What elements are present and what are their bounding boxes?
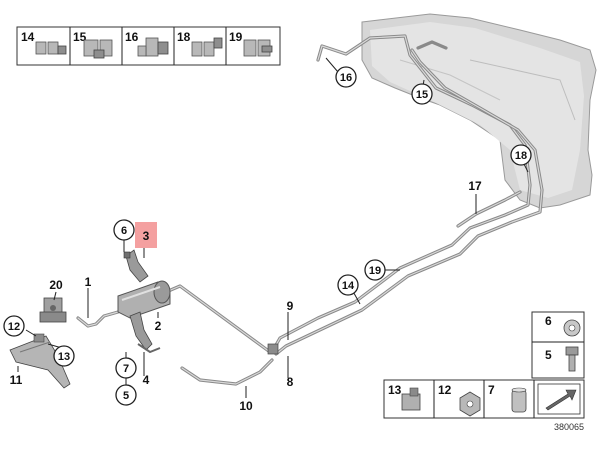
svg-text:13: 13 bbox=[58, 351, 70, 363]
svg-text:16: 16 bbox=[340, 72, 352, 84]
filter-bracket-upper[interactable] bbox=[123, 249, 149, 283]
filter-bracket-lower[interactable] bbox=[129, 311, 161, 354]
callout-16[interactable]: 16 bbox=[335, 66, 357, 88]
clip-icon bbox=[35, 41, 67, 55]
legend-label: 18 bbox=[177, 30, 191, 44]
legend-item-19[interactable]: 19 bbox=[229, 30, 273, 57]
bracket-clip[interactable] bbox=[33, 333, 45, 343]
clip-icon bbox=[243, 39, 273, 57]
callout-11[interactable]: 11 bbox=[10, 373, 23, 387]
nut-clip-icon bbox=[563, 319, 581, 337]
sleeve-icon bbox=[511, 387, 527, 413]
callout-3-highlighted[interactable]: 3 bbox=[135, 222, 157, 248]
svg-text:6: 6 bbox=[121, 225, 127, 237]
pressure-valve[interactable] bbox=[39, 297, 67, 323]
mounting-bracket[interactable] bbox=[9, 335, 71, 389]
clip-icon bbox=[83, 39, 113, 59]
callout-8[interactable]: 8 bbox=[287, 375, 294, 389]
svg-text:3: 3 bbox=[143, 229, 150, 243]
legend-item-13[interactable]: 13 bbox=[388, 383, 421, 411]
callout-12[interactable]: 12 bbox=[3, 315, 25, 337]
direction-arrow-icon bbox=[537, 383, 581, 415]
callout-17[interactable]: 17 bbox=[468, 179, 482, 193]
svg-text:5: 5 bbox=[545, 348, 552, 362]
callout-4[interactable]: 4 bbox=[143, 373, 150, 387]
legend-item-7[interactable]: 7 bbox=[488, 383, 527, 413]
legend-item-12[interactable]: 12 bbox=[438, 383, 481, 417]
callout-10[interactable]: 10 bbox=[239, 399, 253, 413]
clip-icon bbox=[137, 37, 169, 57]
clip-icon bbox=[401, 387, 421, 411]
callout-1[interactable]: 1 bbox=[85, 275, 92, 289]
callout-19[interactable]: 19 bbox=[364, 259, 386, 281]
callout-20[interactable]: 20 bbox=[49, 278, 63, 292]
legend-item-14[interactable]: 14 bbox=[21, 30, 67, 55]
callout-2[interactable]: 2 bbox=[155, 319, 162, 333]
svg-text:12: 12 bbox=[8, 321, 20, 333]
diagram-number: 380065 bbox=[554, 422, 584, 432]
bottom-legend: 13 12 7 bbox=[383, 379, 585, 419]
nut-icon bbox=[459, 391, 481, 417]
svg-text:13: 13 bbox=[388, 383, 402, 397]
legend-label: 14 bbox=[21, 30, 35, 44]
legend-item-5[interactable]: 5 bbox=[545, 346, 579, 372]
svg-text:5: 5 bbox=[123, 390, 129, 402]
bolt-icon bbox=[565, 346, 579, 372]
fuel-filter[interactable] bbox=[117, 280, 171, 319]
legend-label: 15 bbox=[73, 30, 87, 44]
legend-item-16[interactable]: 16 bbox=[125, 30, 169, 57]
svg-text:7: 7 bbox=[123, 363, 129, 375]
callout-9[interactable]: 9 bbox=[287, 299, 294, 313]
callout-13[interactable]: 13 bbox=[53, 345, 75, 367]
callout-18[interactable]: 18 bbox=[510, 144, 532, 166]
svg-text:6: 6 bbox=[545, 314, 552, 328]
legend-item-6[interactable]: 6 bbox=[545, 314, 581, 337]
svg-text:14: 14 bbox=[342, 280, 355, 292]
svg-text:15: 15 bbox=[416, 89, 428, 101]
legend-item-15[interactable]: 15 bbox=[73, 30, 113, 59]
svg-text:7: 7 bbox=[488, 383, 495, 397]
clip-icon bbox=[191, 37, 223, 57]
callout-5[interactable]: 5 bbox=[115, 384, 137, 406]
side-legend: 6 5 bbox=[531, 311, 585, 379]
callout-7[interactable]: 7 bbox=[115, 357, 137, 379]
callout-6[interactable]: 6 bbox=[113, 219, 135, 241]
fuel-lines bbox=[76, 34, 544, 386]
callouts: 16 15 18 19 14 6 12 13 bbox=[3, 66, 532, 413]
legend-item-18[interactable]: 18 bbox=[177, 30, 223, 57]
legend-label: 19 bbox=[229, 30, 243, 44]
svg-text:19: 19 bbox=[369, 265, 381, 277]
callout-15[interactable]: 15 bbox=[411, 83, 433, 105]
callout-14[interactable]: 14 bbox=[337, 274, 359, 296]
svg-text:18: 18 bbox=[515, 150, 527, 162]
line-junction-clip[interactable] bbox=[267, 343, 279, 355]
legend-label: 16 bbox=[125, 30, 139, 44]
top-legend-strip: 14 15 16 18 bbox=[16, 26, 281, 66]
svg-text:12: 12 bbox=[438, 383, 452, 397]
